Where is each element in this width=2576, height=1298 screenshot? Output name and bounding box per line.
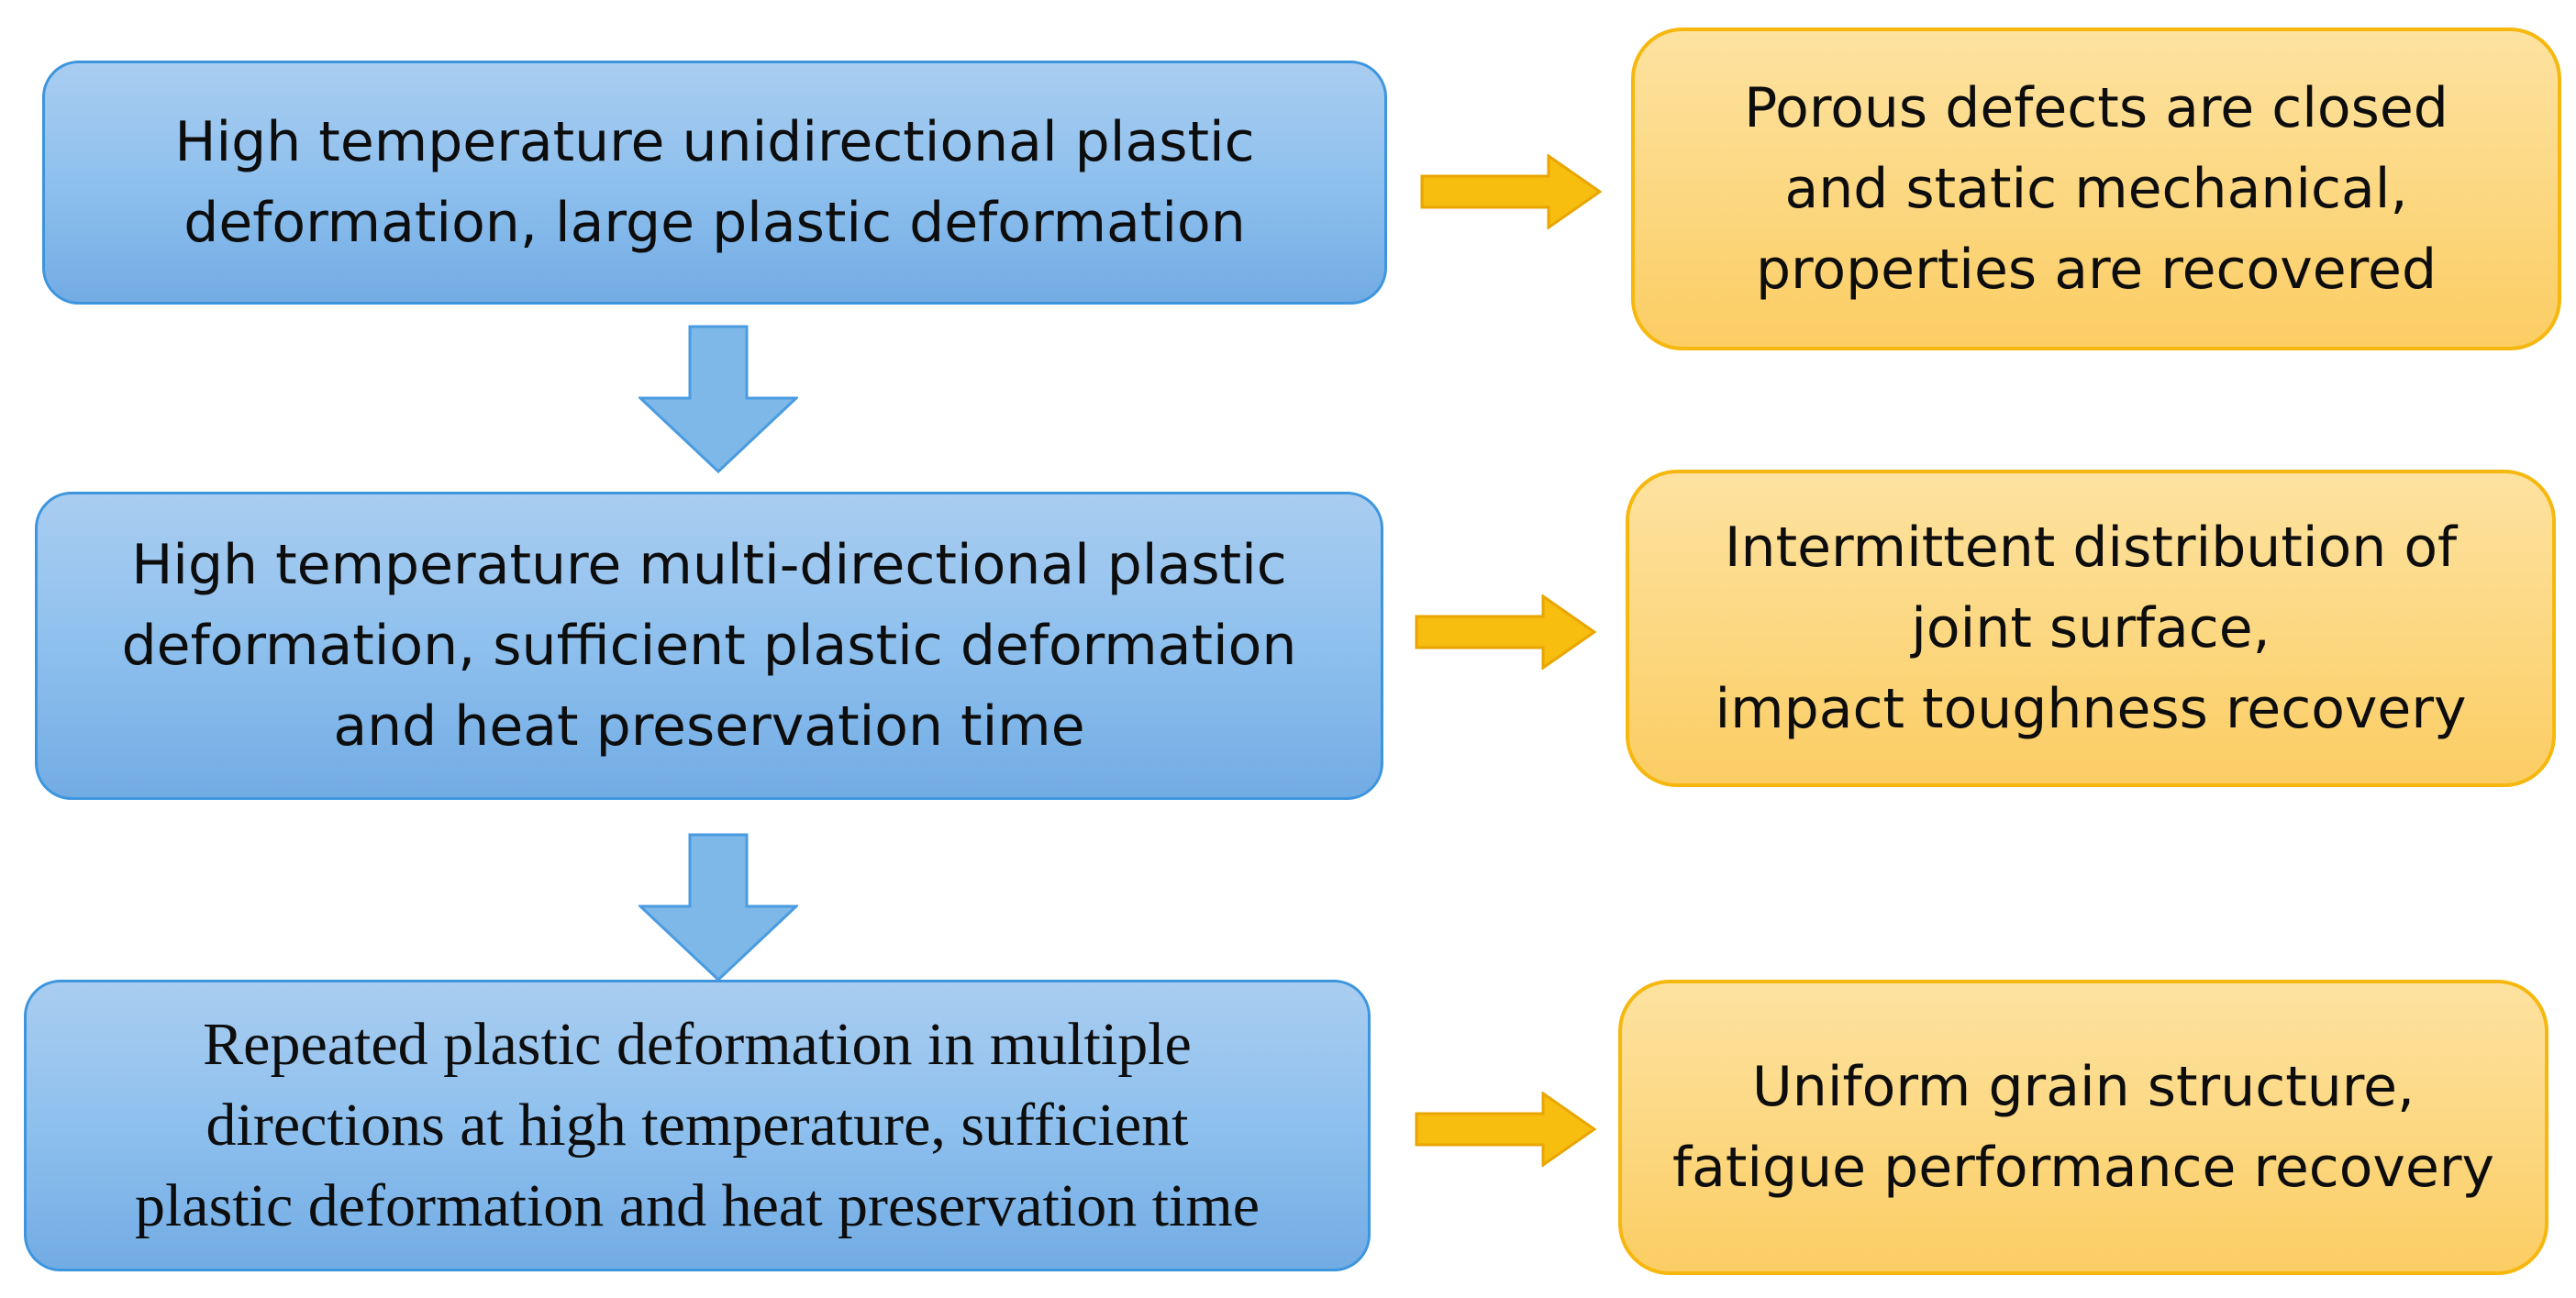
right-arrow-icon <box>1415 1092 1596 1167</box>
down-arrow-icon <box>638 325 798 473</box>
result-box-1: Porous defects are closed and static mec… <box>1631 28 2561 350</box>
right-arrow-icon <box>1420 154 1602 229</box>
right-arrow-icon <box>1415 594 1596 670</box>
result-box-3: Uniform grain structure, fatigue perform… <box>1618 980 2548 1275</box>
process-box-2: High temperature multi-directional plast… <box>35 492 1383 800</box>
process-box-1: High temperature unidirectional plastic … <box>42 61 1387 305</box>
down-arrow-icon <box>638 833 798 982</box>
result-box-2: Intermittent distribution of joint surfa… <box>1626 470 2556 787</box>
process-box-3: Repeated plastic deformation in multiple… <box>24 980 1371 1271</box>
